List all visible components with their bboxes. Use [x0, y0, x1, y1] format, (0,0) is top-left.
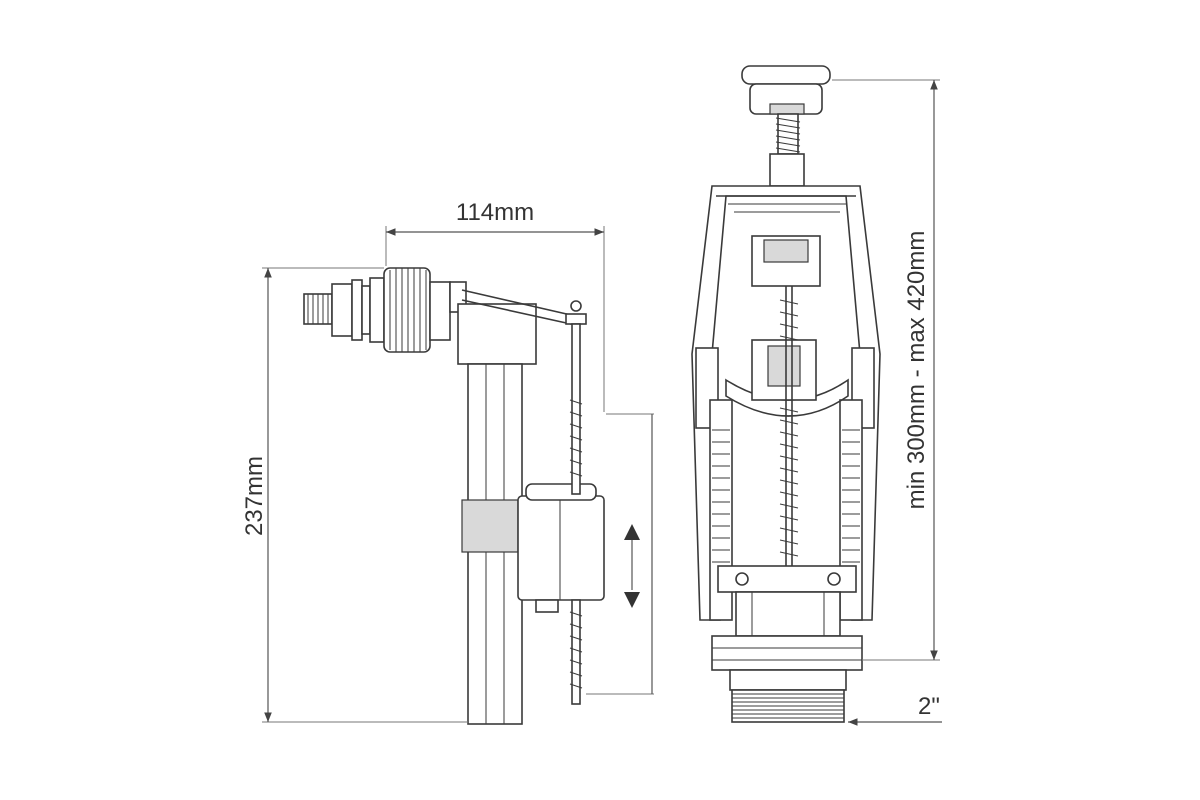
inlet-thread: [303, 277, 385, 343]
width-dimension: 114mm: [385, 199, 605, 412]
thread: [731, 689, 845, 723]
left-guide: [695, 347, 733, 621]
push-button: [741, 65, 831, 115]
width-label: 114mm: [456, 199, 534, 226]
vertical-tube: [461, 363, 523, 725]
base: [711, 635, 863, 723]
range-dimension: min 300mm - max 420mm: [832, 79, 940, 661]
latch: [751, 235, 821, 401]
range-label: min 300mm - max 420mm: [903, 231, 930, 510]
height-label: 237mm: [241, 456, 268, 536]
thread-label: 2": [918, 693, 940, 720]
fill-valve: [303, 267, 605, 725]
down-arrow-icon: [624, 592, 640, 608]
knurled-nut: [383, 267, 451, 353]
flush-valve: [691, 65, 881, 723]
up-arrow-icon: [624, 524, 640, 540]
float: [517, 483, 605, 613]
right-guide: [839, 347, 875, 621]
travel-range: [586, 413, 654, 695]
thread-dimension: 2": [848, 693, 942, 726]
height-dimension: 237mm: [241, 267, 468, 723]
threaded-rod: [569, 323, 583, 705]
spindle: [769, 113, 805, 187]
lower-bracket: [717, 565, 857, 637]
